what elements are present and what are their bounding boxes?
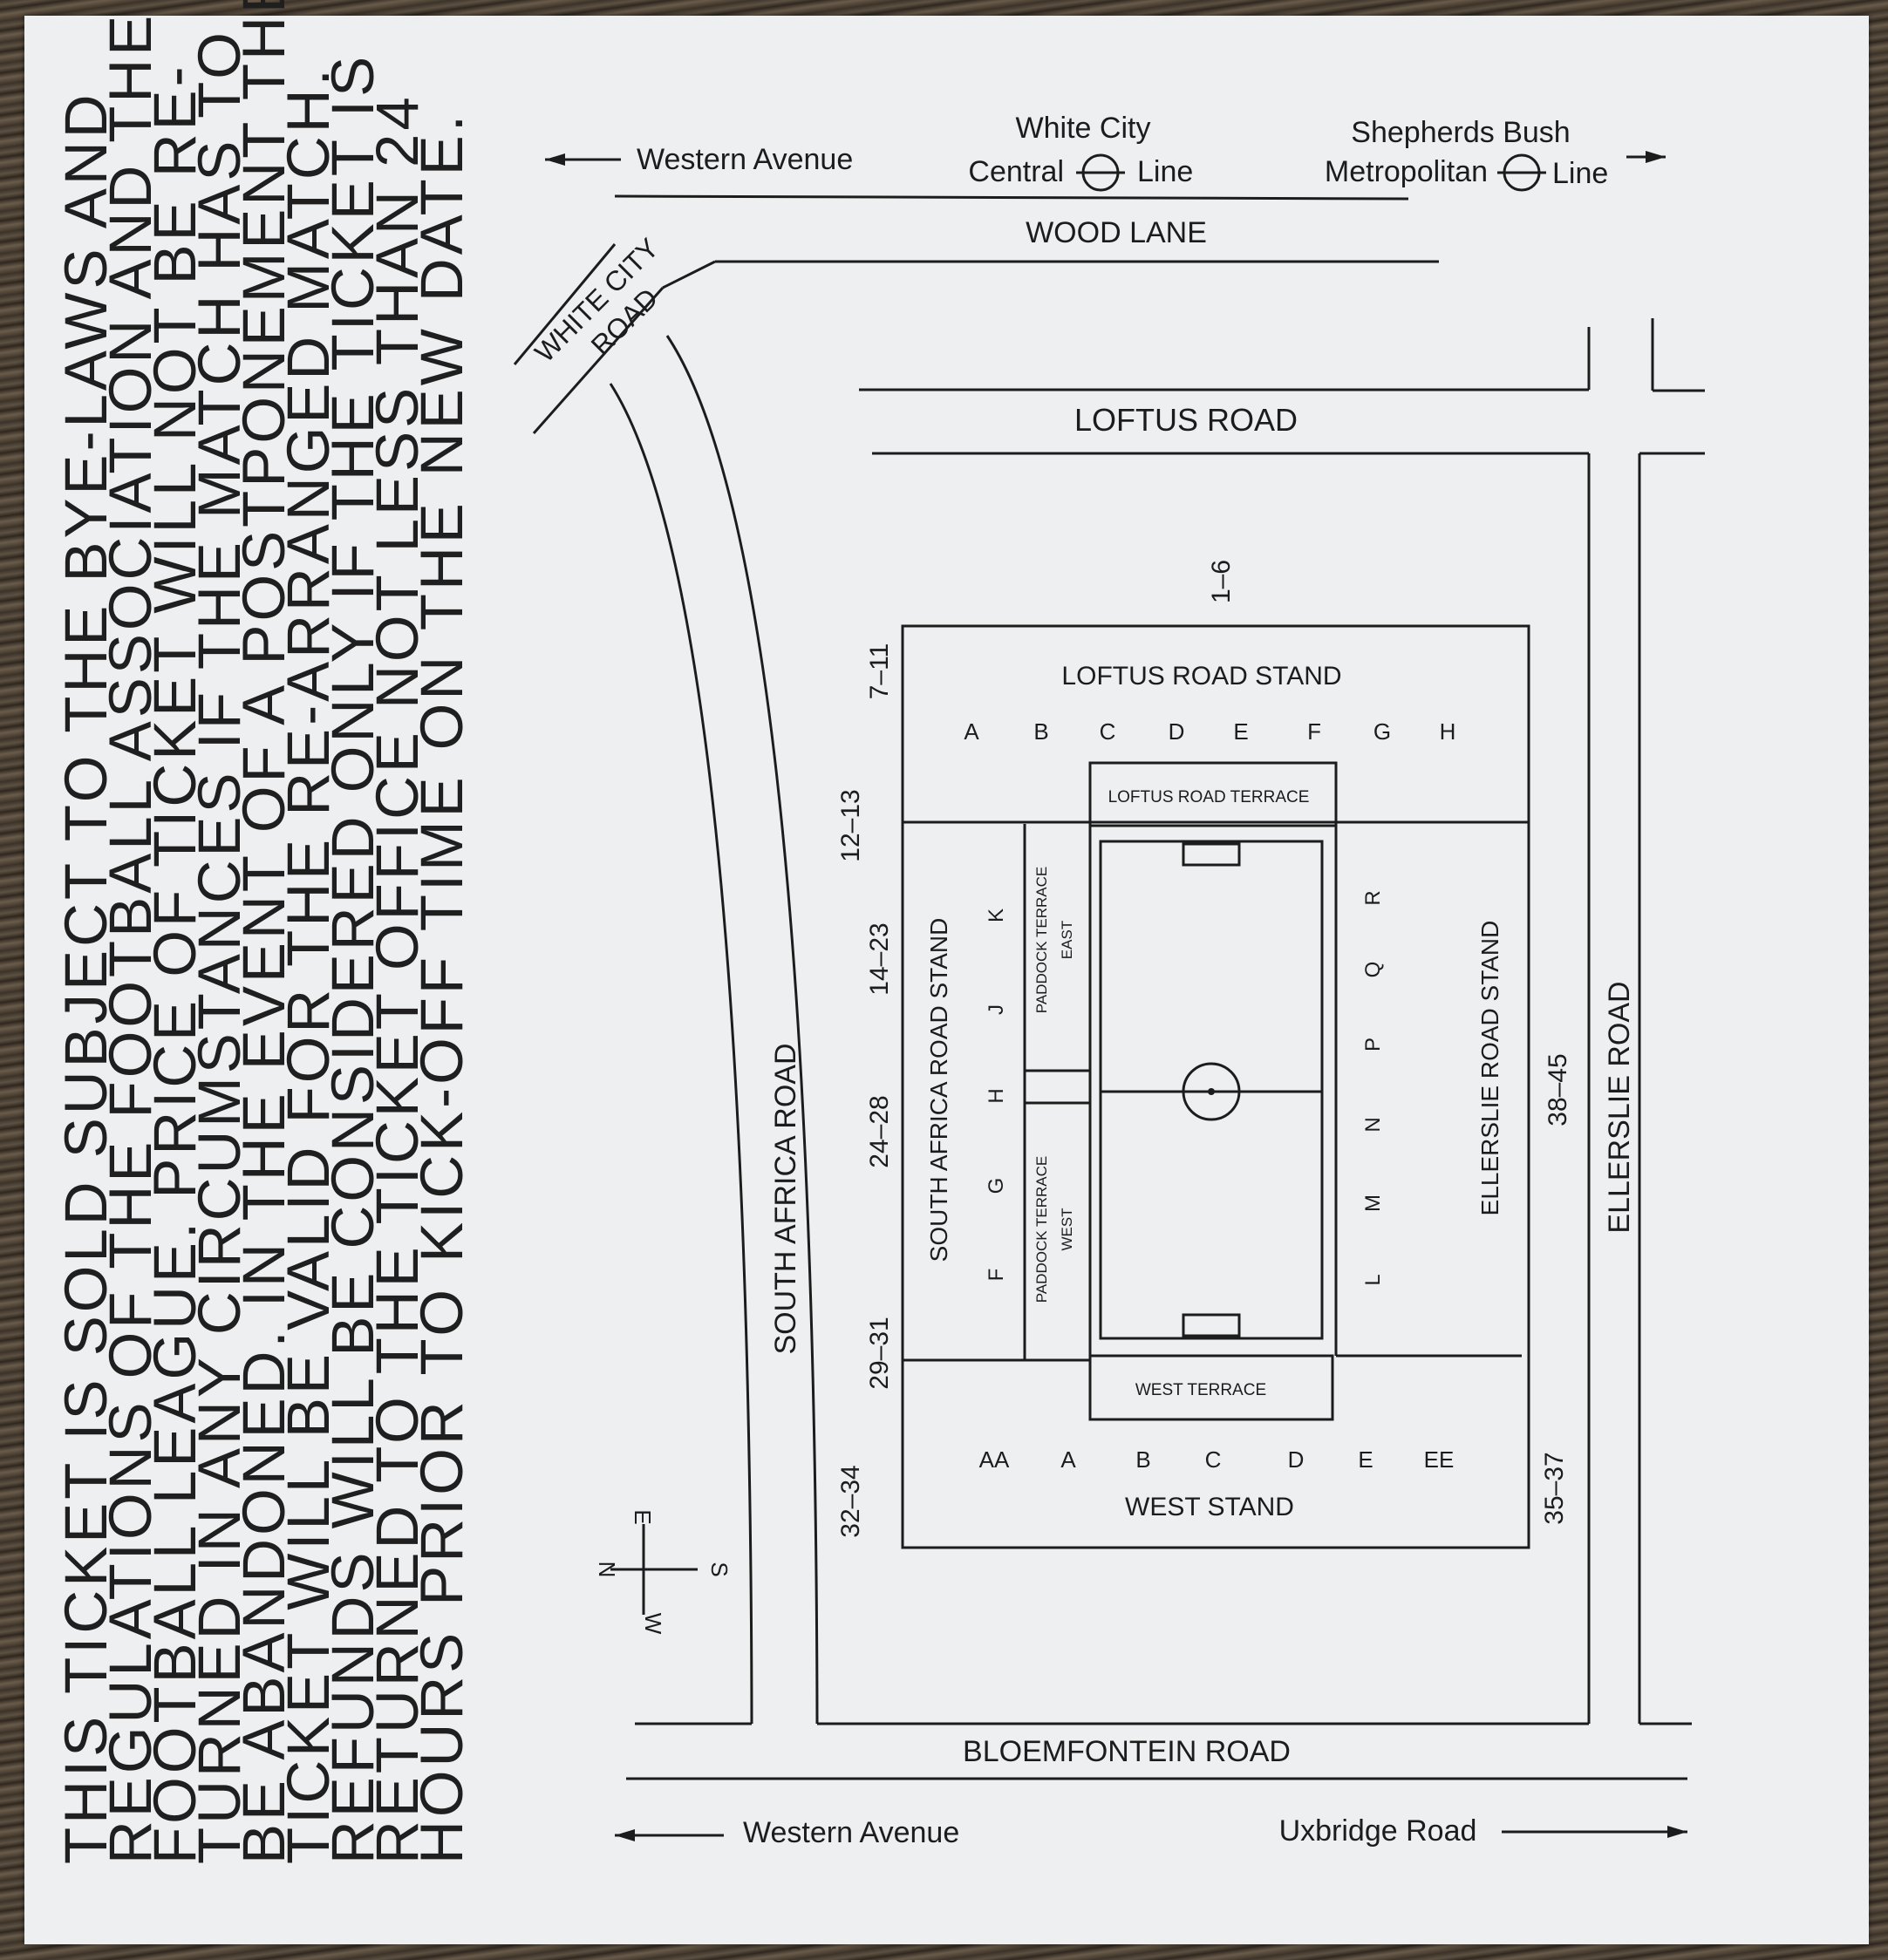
white-city-station-label: White City: [1016, 112, 1151, 145]
ellerslie-road-stand-label: ELLERSLIE ROAD STAND: [1476, 921, 1503, 1216]
western-avenue-top-label: Western Avenue: [637, 143, 853, 176]
ellerslie-block-label: N: [1361, 1117, 1385, 1132]
west-terrace-box: [1088, 1354, 1334, 1421]
south-africa-road-west-edge: [609, 383, 753, 1725]
shepherds-bush-station-label: Shepherds Bush: [1351, 116, 1570, 149]
ellerslie-stand-blocks: L M N P Q R: [1361, 890, 1385, 1285]
west-stand-label: WEST STAND: [1125, 1493, 1294, 1521]
ellerslie-block-label: M: [1361, 1194, 1385, 1212]
loftus-road-label: LOFTUS ROAD: [1074, 402, 1298, 438]
loftus-block-label: E: [1233, 718, 1248, 745]
loftus-block-label: D: [1169, 718, 1185, 745]
centre-spot: [1208, 1088, 1215, 1095]
south-africa-block-label: G: [985, 1178, 1008, 1194]
goal-area-north: [1182, 842, 1241, 867]
loftus-block-label: H: [1440, 718, 1456, 745]
ellerslie-road-label: ELLERSLIE ROAD: [1603, 981, 1636, 1233]
turnstile-24-28: 24–28: [865, 1095, 894, 1167]
turnstile-32-34: 32–34: [836, 1465, 865, 1537]
western-avenue-bottom-label: Western Avenue: [743, 1816, 959, 1849]
west-terrace-label: WEST TERRACE: [1135, 1381, 1266, 1399]
west-stand-block-label: A: [1060, 1446, 1076, 1473]
loftus-stand-blocks: A B C D E F G H: [964, 718, 1455, 745]
pitch: [1099, 840, 1324, 1340]
west-stand-block-label: AA: [979, 1446, 1010, 1473]
loftus-block-label: A: [964, 718, 979, 745]
west-stand-block-label: D: [1288, 1446, 1305, 1473]
south-africa-block-label: F: [985, 1269, 1008, 1282]
south-africa-road-label: SOUTH AFRICA ROAD: [769, 1043, 802, 1354]
shepherds-bush-line-suffix: Line: [1552, 157, 1608, 190]
uxbridge-road-label: Uxbridge Road: [1279, 1814, 1477, 1848]
centre-circle: [1182, 1062, 1241, 1121]
loftus-block-label: B: [1033, 718, 1048, 745]
paddock-terrace-east-label-2: EAST: [1059, 921, 1075, 959]
ellerslie-block-label: P: [1361, 1038, 1385, 1051]
ticket-card: THIS TICKET IS SOLD SUBJECT TO THE BYE-L…: [24, 0, 1869, 1944]
loftus-block-label: F: [1307, 718, 1321, 745]
compass-e-label: E: [630, 1509, 656, 1524]
compass-n-label: N: [594, 1562, 620, 1578]
compass-s-label: S: [706, 1562, 733, 1576]
loftus-road-terrace-label: LOFTUS ROAD TERRACE: [1108, 788, 1310, 806]
paddock-terrace-west-label-1: PADDOCK TERRACE: [1033, 1156, 1050, 1303]
west-stand-block-label: B: [1135, 1446, 1150, 1473]
west-stand-block-label: E: [1358, 1446, 1373, 1473]
turnstile-7-11: 7–11: [865, 643, 894, 700]
south-africa-block-label: K: [985, 909, 1008, 922]
goal-area-south: [1182, 1313, 1241, 1337]
bloemfontein-road-label: BLOEMFONTEIN ROAD: [963, 1735, 1291, 1768]
south-africa-stand-blocks: F G H J K: [985, 909, 1008, 1281]
paddock-terrace-east-label-1: PADDOCK TERRACE: [1033, 867, 1050, 1013]
white-city-road-edge-a: [513, 243, 617, 365]
white-city-line-prefix: Central: [968, 155, 1064, 188]
paddock-terrace-west-label-2: WEST: [1059, 1208, 1075, 1250]
white-city-road-edge-b: [532, 287, 665, 434]
south-africa-block-label: J: [985, 1004, 1008, 1015]
turnstile-29-31: 29–31: [865, 1317, 894, 1389]
loftus-road-stand-label: LOFTUS ROAD STAND: [1061, 662, 1341, 691]
wood-lane-label: WOOD LANE: [1026, 216, 1207, 249]
ellerslie-block-label: R: [1361, 890, 1385, 905]
turnstile-1-6: 1–6: [1207, 560, 1236, 603]
top-rule: [614, 194, 1409, 201]
white-city-road-corner: [662, 260, 716, 289]
arrow-right-top-head: [1646, 151, 1666, 163]
compass-w-label: W: [640, 1613, 666, 1635]
turnstile-12-13: 12–13: [836, 789, 865, 861]
loftus-road-terrace-box: [1088, 761, 1338, 827]
west-stand-block-label: EE: [1424, 1446, 1455, 1473]
ellerslie-block-label: Q: [1361, 962, 1385, 978]
south-africa-road-east-edge: [665, 335, 819, 1725]
stadium-outline: [901, 624, 1530, 1549]
west-stand-block-label: C: [1205, 1446, 1222, 1473]
south-africa-road-stand-label: SOUTH AFRICA ROAD STAND: [925, 918, 952, 1262]
arrow-right-bottom-head: [1667, 1826, 1687, 1838]
loftus-block-label: G: [1373, 718, 1391, 745]
arrow-left-top-head: [545, 153, 565, 166]
shepherds-bush-line-prefix: Metropolitan: [1325, 155, 1488, 188]
arrow-left-bottom-head: [615, 1829, 635, 1841]
turnstile-38-45: 38–45: [1544, 1053, 1572, 1126]
loftus-block-label: C: [1100, 718, 1116, 745]
south-africa-block-label: H: [985, 1088, 1008, 1103]
turnstile-35-37: 35–37: [1540, 1452, 1569, 1524]
turnstile-14-23: 14–23: [865, 922, 894, 995]
ellerslie-block-label: L: [1361, 1274, 1385, 1285]
white-city-line-suffix: Line: [1137, 155, 1193, 188]
